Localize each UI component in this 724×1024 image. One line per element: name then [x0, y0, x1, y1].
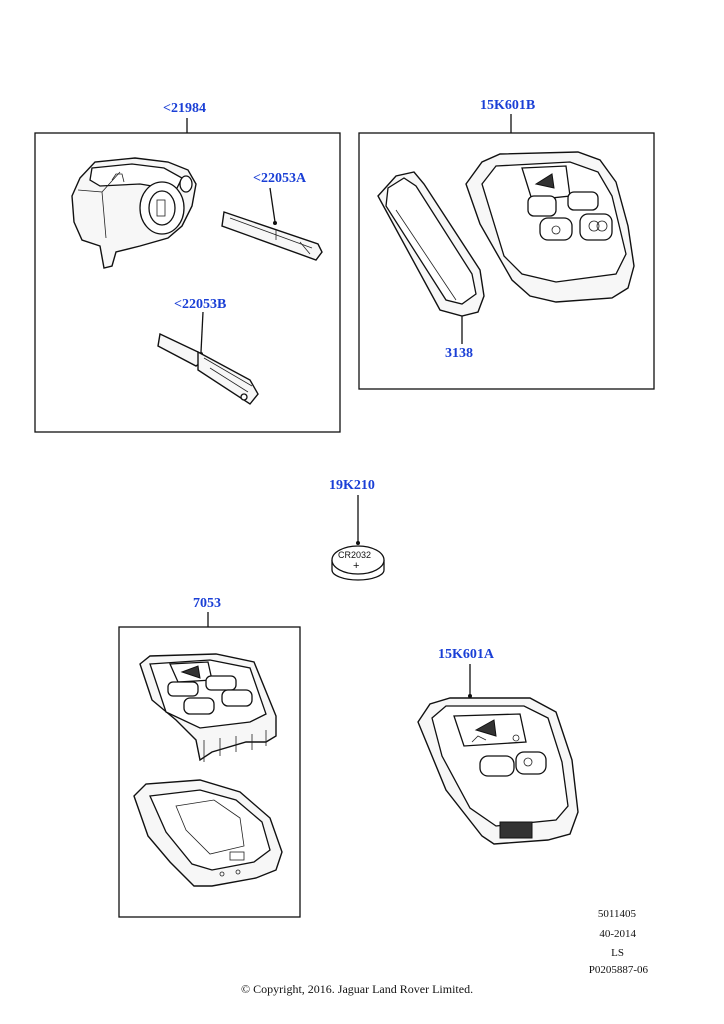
- smart-key-b-illustration: [465, 151, 635, 303]
- key-blade-a-illustration: [221, 211, 323, 261]
- key-housing-illustration: [133, 653, 283, 887]
- smart-key-b-panel: [358, 132, 655, 390]
- ref-number-2: 40-2014: [599, 928, 636, 940]
- ref-number-4: P0205887-06: [588, 964, 648, 976]
- callout-key-blade-a: <22053A: [253, 171, 307, 186]
- callout-battery: 19K210: [329, 478, 375, 493]
- copyright-notice: © Copyright, 2016. Jaguar Land Rover Lim…: [241, 982, 474, 996]
- battery-polarity: +: [353, 560, 360, 572]
- ref-number-1: 5011405: [597, 908, 636, 920]
- key-cover-illustration: [377, 171, 485, 317]
- key-blade-b-illustration: [157, 332, 259, 405]
- leader-lines: [186, 114, 512, 698]
- callout-smart-key-a: 15K601A: [438, 647, 494, 662]
- callout-key-cover: 3138: [445, 346, 473, 361]
- lock-cylinder-illustration: [71, 157, 197, 269]
- callout-key-blade-b: <22053B: [174, 297, 227, 312]
- callout-smart-key-b: 15K601B: [480, 98, 536, 113]
- smart-key-a-illustration: [417, 697, 579, 845]
- battery-illustration: [331, 545, 385, 581]
- key-housing-panel: [118, 626, 301, 918]
- battery-marking: CR2032: [338, 550, 372, 560]
- callout-lock-cylinder: <21984: [163, 101, 206, 116]
- ref-number-3: LS: [611, 947, 624, 959]
- callout-key-housing: 7053: [193, 596, 221, 611]
